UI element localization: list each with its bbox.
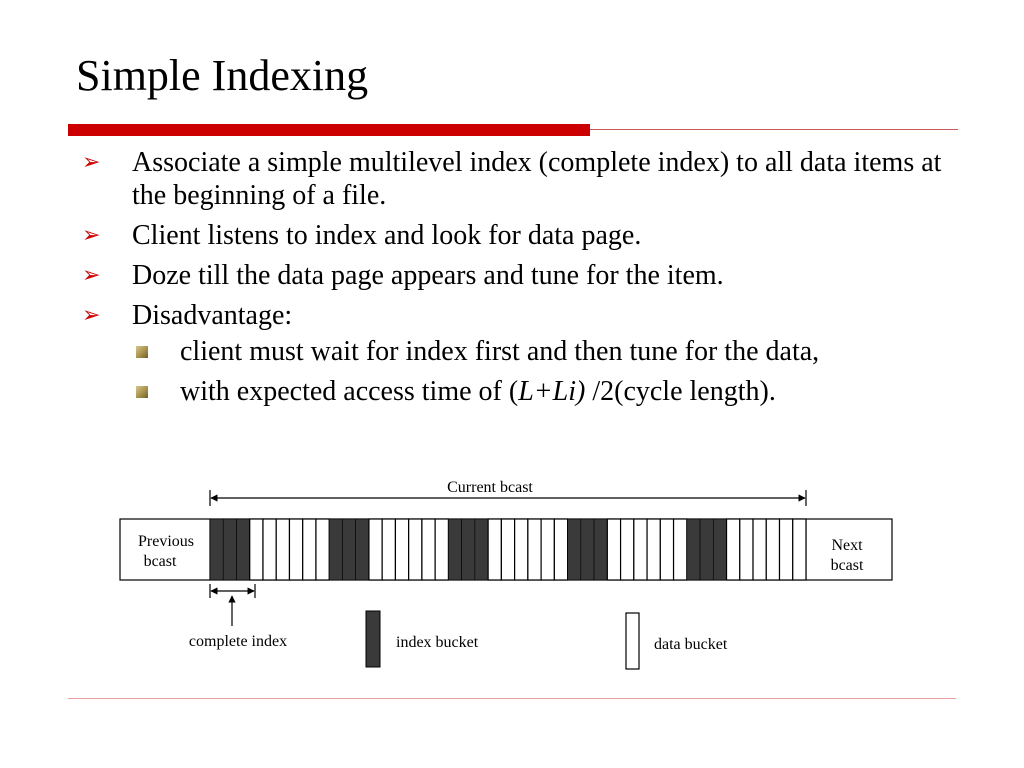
data-bucket xyxy=(527,518,542,581)
formula: L+Li) xyxy=(518,376,586,407)
data-bucket xyxy=(434,518,449,581)
index-bucket xyxy=(686,518,701,581)
arrow-bullet-icon: ➢ xyxy=(82,303,101,328)
sub-bullet-item: with expected access time of (L+Li) /2(c… xyxy=(132,372,980,412)
bullet-text: Associate a simple multilevel index (com… xyxy=(132,147,942,211)
arrow-bullet-icon: ➢ xyxy=(82,263,101,288)
data-bucket xyxy=(487,518,502,581)
data-bucket xyxy=(739,518,754,581)
data-bucket xyxy=(619,518,635,581)
index-bucket xyxy=(236,518,251,581)
data-bucket xyxy=(275,518,291,581)
data-bucket xyxy=(752,518,767,581)
index-bucket xyxy=(355,518,370,581)
data-bucket xyxy=(514,518,529,581)
data-bucket xyxy=(553,518,569,581)
slide-title: Simple Indexing xyxy=(76,51,369,100)
index-bucket xyxy=(474,518,489,581)
arrow-bullet-icon: ➢ xyxy=(82,150,101,175)
data-bucket xyxy=(606,518,622,581)
next-bcast-label-2: bcast xyxy=(831,557,864,574)
data-bucket xyxy=(249,518,264,581)
bullet-item: ➢ Client listens to index and look for d… xyxy=(80,219,980,252)
square-bullet-icon xyxy=(136,386,148,398)
index-bucket xyxy=(580,518,595,581)
footer-rule xyxy=(68,698,956,699)
current-bcast-label: Current bcast xyxy=(447,479,533,496)
data-bucket xyxy=(792,518,807,581)
index-bucket xyxy=(567,518,582,581)
sub-bullet-text-end: /2(cycle length). xyxy=(585,376,776,407)
data-bucket xyxy=(725,518,741,581)
bullet-list: ➢ Associate a simple multilevel index (c… xyxy=(80,146,980,419)
data-bucket xyxy=(394,518,410,581)
legend-complete-index-label: complete index xyxy=(189,633,287,650)
data-bucket xyxy=(302,518,317,581)
data-bucket xyxy=(381,518,397,581)
legend-index-bucket-label: index bucket xyxy=(396,634,479,651)
bullet-text: Disadvantage: xyxy=(132,300,293,331)
previous-bcast-label-1: Previous xyxy=(138,533,194,550)
legend-index-bucket-swatch xyxy=(365,610,381,668)
data-bucket xyxy=(778,518,794,581)
data-bucket xyxy=(262,518,277,581)
next-bcast-label-1: Next xyxy=(831,537,863,554)
data-bucket xyxy=(672,518,688,581)
previous-bcast-label-2: bcast xyxy=(144,553,177,570)
sub-bullet-list: client must wait for index first and the… xyxy=(132,332,980,412)
bullet-text: Doze till the data page appears and tune… xyxy=(132,260,724,291)
title-underline-thick xyxy=(68,124,590,136)
bullet-text: Client listens to index and look for dat… xyxy=(132,220,642,251)
data-bucket xyxy=(659,518,675,581)
sub-bullet-item: client must wait for index first and the… xyxy=(132,332,980,372)
legend-data-bucket-label: data bucket xyxy=(654,636,728,653)
index-bucket xyxy=(699,518,714,581)
index-bucket xyxy=(222,518,237,581)
index-bucket xyxy=(593,518,608,581)
data-bucket xyxy=(633,518,648,581)
data-bucket xyxy=(408,518,423,581)
arrow-bullet-icon: ➢ xyxy=(82,223,101,248)
index-bucket xyxy=(461,518,476,581)
sub-bullet-text: client must wait for index first and the… xyxy=(180,336,820,367)
bullet-item: ➢ Disadvantage: client must wait for ind… xyxy=(80,299,980,412)
index-bucket xyxy=(342,518,356,581)
data-bucket xyxy=(368,518,383,581)
data-bucket xyxy=(288,518,304,581)
title-underline-thin xyxy=(590,129,958,130)
bullet-item: ➢ Associate a simple multilevel index (c… xyxy=(80,146,980,212)
legend-data-bucket-swatch xyxy=(625,612,640,670)
bullet-item: ➢ Doze till the data page appears and tu… xyxy=(80,259,980,292)
index-bucket xyxy=(712,518,727,581)
index-bucket xyxy=(328,518,343,581)
broadcast-diagram: Current bcast Previous bcast Next bcast … xyxy=(110,466,914,686)
index-bucket xyxy=(209,518,224,581)
index-bucket xyxy=(448,518,462,581)
data-bucket xyxy=(500,518,516,581)
square-bullet-icon xyxy=(136,346,148,358)
data-bucket xyxy=(421,518,436,581)
broadcast-diagram-svg: Current bcast Previous bcast Next bcast … xyxy=(119,479,893,670)
data-bucket xyxy=(540,518,555,581)
data-bucket xyxy=(315,518,330,581)
bucket-group xyxy=(209,518,807,581)
sub-bullet-text: with expected access time of ( xyxy=(180,376,519,407)
data-bucket xyxy=(646,518,661,581)
data-bucket xyxy=(765,518,781,581)
